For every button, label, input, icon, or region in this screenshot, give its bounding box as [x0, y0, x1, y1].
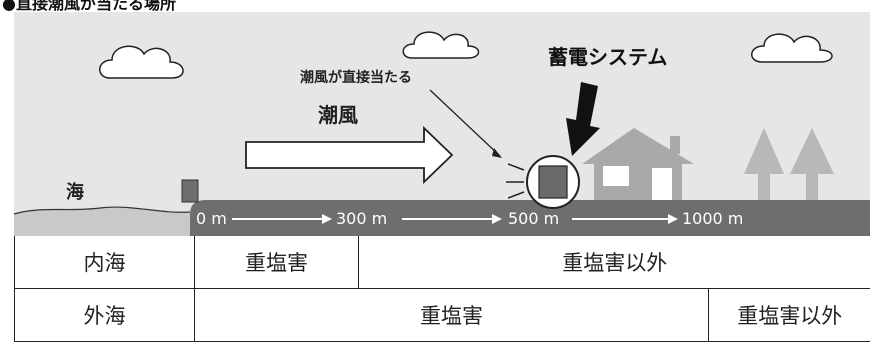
distance-arrows [232, 214, 678, 224]
coastal-scene: ●直接潮風が当たる場所 海 0 m 300 m 500 m 1000 m 潮風 … [2, 0, 870, 236]
heading: ●直接潮風が当たる場所 [2, 0, 176, 13]
sea-label: 海 [66, 181, 84, 203]
tree-left-icon [744, 128, 784, 200]
cell-non-heavy-salt-damage: 重塩害以外 [708, 288, 870, 342]
storage-system-icon [538, 165, 568, 199]
table-row: 外海 重塩害 重塩害以外 [14, 288, 870, 342]
distance-label-1000: 1000 m [682, 209, 743, 228]
wind-arrow-icon [245, 125, 454, 185]
cloud-right [751, 33, 833, 63]
cell-non-heavy-salt-damage: 重塩害以外 [358, 236, 870, 289]
direct-hit-label: 潮風が直接当たる [300, 69, 412, 86]
cloud-middle [402, 31, 480, 59]
distance-label-500: 500 m [508, 209, 559, 228]
direct-hit-leader-line [429, 89, 501, 157]
cell-heavy-salt-damage: 重塩害 [194, 288, 709, 342]
tree-right-icon [790, 128, 834, 200]
row-label-inner-sea: 内海 [14, 236, 195, 289]
cell-heavy-salt-damage: 重塩害 [194, 236, 359, 289]
cloud-left [99, 45, 184, 79]
seawall [181, 179, 199, 203]
impact-lines [506, 163, 525, 199]
storage-label: 蓄電システム [548, 45, 667, 69]
row-label-outer-sea: 外海 [14, 288, 195, 342]
sea-water [14, 207, 190, 236]
sea-wave-line [13, 206, 191, 215]
storage-pointer-arrow-icon [566, 82, 600, 156]
salt-damage-table: 内海 重塩害 重塩害以外 外海 重塩害 重塩害以外 [14, 236, 870, 342]
ground-band [190, 200, 870, 236]
distance-label-300: 300 m [336, 209, 387, 228]
wind-label: 潮風 [318, 103, 358, 127]
distance-label-0: 0 m [196, 209, 227, 228]
house-icon [582, 128, 694, 200]
leader-arrowhead [492, 148, 502, 158]
table-row: 内海 重塩害 重塩害以外 [14, 236, 870, 289]
